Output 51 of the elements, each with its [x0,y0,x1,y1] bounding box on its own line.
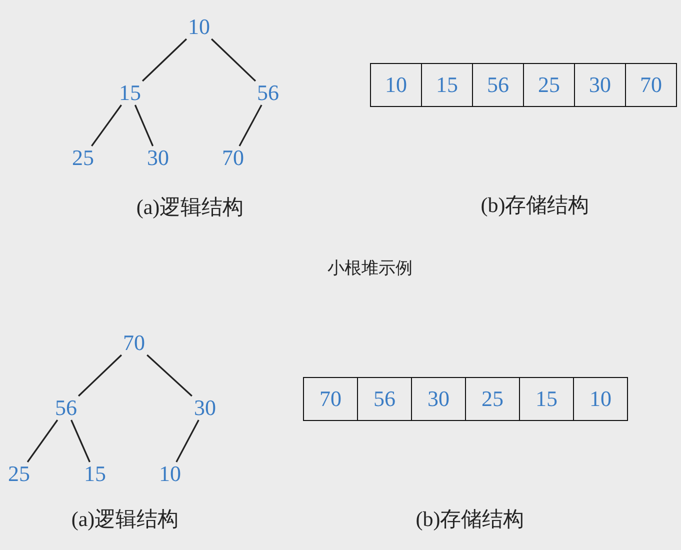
tree-edge [176,420,200,462]
tree-node-value: 15 [112,81,148,105]
tree-node-value: 70 [116,331,152,355]
tree-edge [70,420,90,462]
array-cell [303,377,358,421]
array-cell [625,63,677,107]
array-cell [357,377,412,421]
array-cell [472,63,524,107]
tree-node-value: 56 [250,81,286,105]
array-value: 15 [536,386,558,412]
array-value: 10 [590,386,612,412]
subfigure-caption: (b)存储结构 [480,192,590,219]
array-cell [421,63,473,107]
figure-title: 小根堆示例 [328,258,412,280]
array-cell [573,377,628,421]
array-value: 30 [428,386,450,412]
tree-node-value: 70 [215,146,251,170]
array-value: 25 [538,72,560,98]
array-value: 10 [385,72,407,98]
tree-edge [146,354,192,397]
tree-edge [211,38,256,82]
array-value: 56 [487,72,509,98]
tree-edge [134,104,154,146]
tree-node-value: 15 [77,462,113,486]
array-cell [465,377,520,421]
array-value: 25 [482,386,504,412]
array-cell [574,63,626,107]
tree-edge [26,420,58,462]
subfigure-caption: (a)逻辑结构 [136,194,244,221]
subfigure-caption: (a)逻辑结构 [71,506,179,533]
tree-node-value: 25 [1,462,37,486]
array-value: 56 [374,386,396,412]
tree-node-value: 10 [181,15,217,39]
tree-node-value: 10 [152,462,188,486]
tree-edge [142,38,187,82]
tree-node-value: 25 [65,146,101,170]
array-value: 70 [640,72,662,98]
tree-edge [91,104,122,146]
array-cell [523,63,575,107]
array-value: 70 [320,386,342,412]
subfigure-caption: (b)存储结构 [416,506,524,533]
array-cell [519,377,574,421]
array-cell [411,377,466,421]
tree-node-value: 30 [187,396,223,420]
tree-edge [78,354,122,397]
tree-edge [238,104,262,146]
tree-node-value: 30 [140,146,176,170]
tree-node-value: 56 [48,396,84,420]
array-value: 15 [436,72,458,98]
array-value: 30 [589,72,611,98]
array-cell [370,63,422,107]
